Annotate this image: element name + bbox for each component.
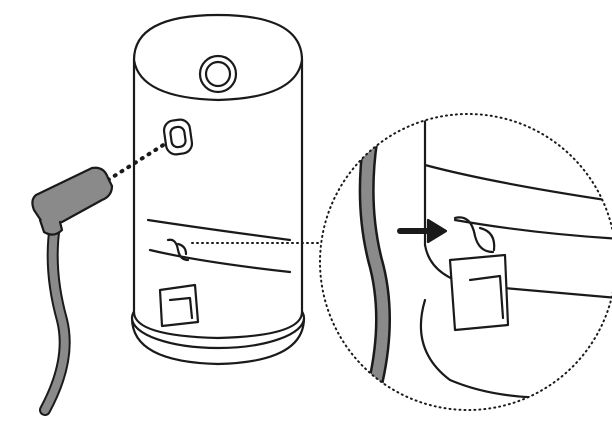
magnifier-callout (319, 113, 612, 411)
device-body (132, 13, 304, 340)
usb-plug-icon (31, 166, 114, 416)
usb-port (162, 118, 194, 156)
camera-lens-icon (198, 54, 238, 94)
arrow-icon (397, 218, 448, 244)
